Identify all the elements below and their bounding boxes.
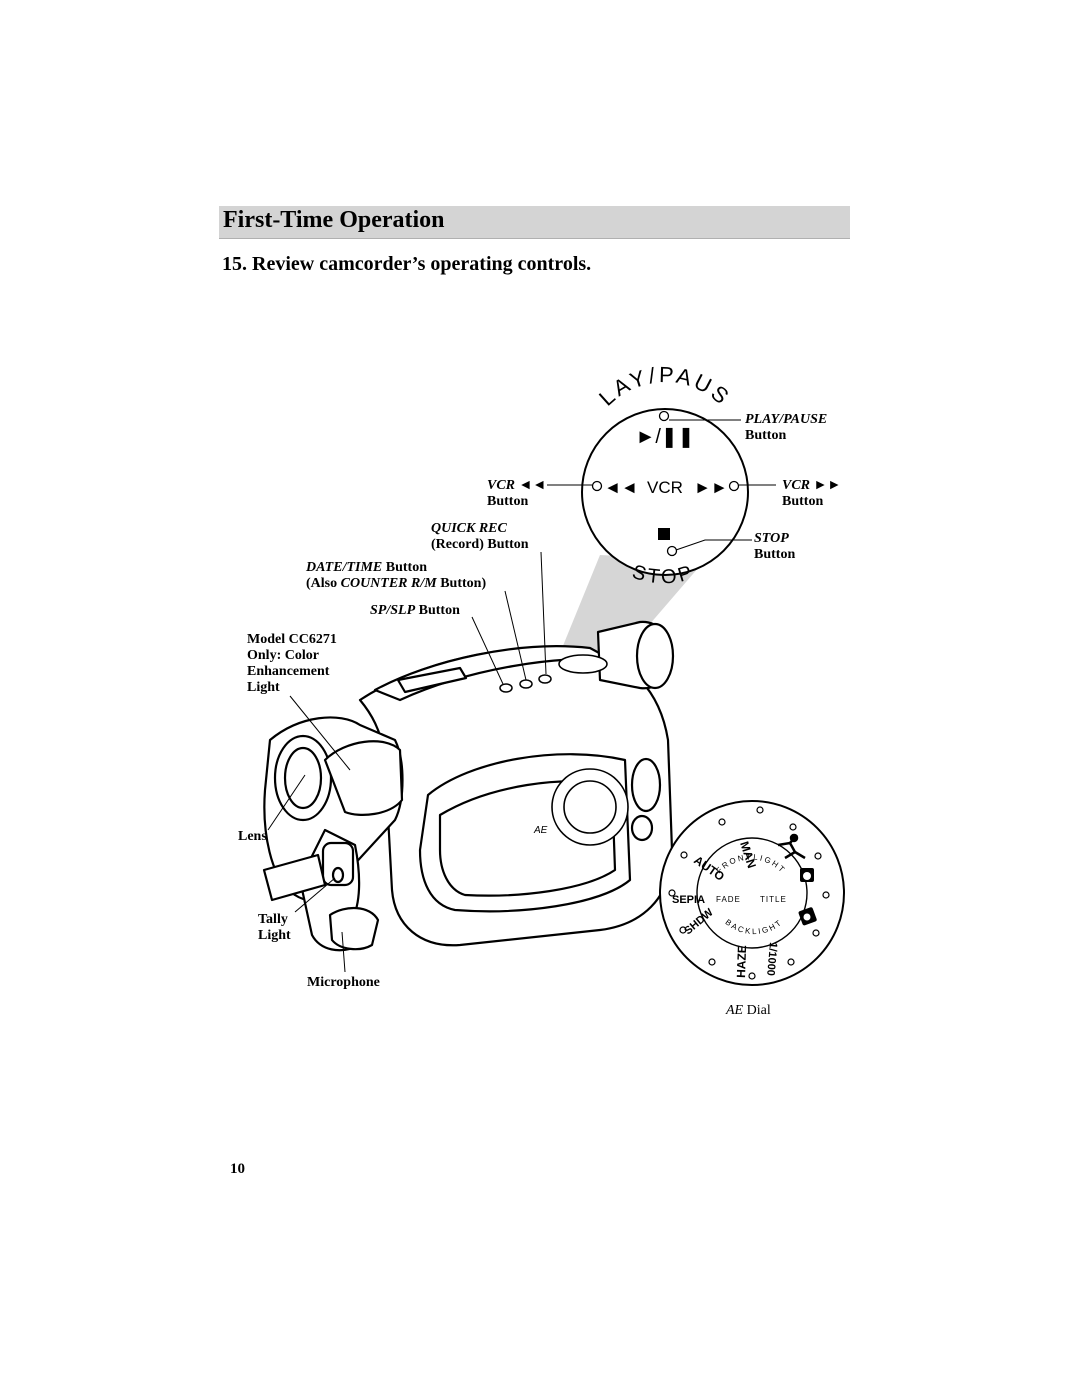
svg-text:AE: AE	[533, 825, 548, 836]
fade-label: FADE	[716, 895, 741, 904]
sports-icon	[777, 833, 806, 860]
sp-slp-callout: SP/SLP Button	[370, 603, 460, 618]
play-pause-callout: PLAY/PAUSE Button	[745, 412, 828, 443]
date-time-callout: DATE/TIME Button (Also COUNTER R/M Butto…	[306, 560, 487, 591]
vcr-dial-magnify-beam	[558, 555, 705, 668]
haze-label: HAZE	[734, 945, 749, 978]
vcr-dial-large: PLAY/PAUSE STOP ►/❚❚ ◄◄ VCR ►►	[0, 0, 749, 589]
shutter-label: 1/1000	[764, 942, 779, 977]
step-heading: 15. Review camcorder’s operating control…	[222, 253, 592, 275]
play-pause-arc-label: PLAY/PAUSE	[0, 0, 733, 411]
vcr-center-label: VCR	[647, 478, 683, 497]
microphone-callout: Microphone	[307, 975, 380, 990]
page-number: 10	[230, 1161, 245, 1177]
portrait-icon	[800, 868, 814, 882]
play-pause-symbol: ►/❚❚	[636, 426, 695, 448]
ffwd-symbol: ►►	[694, 478, 728, 497]
quick-rec-callout: QUICK REC (Record) Button	[431, 521, 529, 552]
svg-text:PLAY/PAUSE: PLAY/PAUSE	[0, 0, 736, 411]
sepia-label: SEPIA	[672, 894, 705, 906]
ae-dial-callout: AE Dial	[726, 1003, 771, 1018]
rewind-symbol: ◄◄	[604, 478, 638, 497]
stop-callout: STOP Button	[754, 531, 796, 562]
top-control-buttons	[499, 654, 608, 693]
lens-callout: Lens	[238, 829, 267, 844]
ae-dial-large: MAN AUTO SEPIA SHDW HAZE 1/1000 FRONTLIG…	[659, 800, 845, 986]
vcr-ffwd-callout: VCR ►► Button	[782, 478, 842, 509]
quick-rec-button-small	[538, 674, 552, 684]
section-header-bar: First-Time Operation	[219, 206, 850, 239]
section-title: First-Time Operation	[223, 207, 445, 233]
title-label: TITLE	[760, 895, 787, 904]
tally-light-callout: Tally Light	[258, 912, 291, 943]
leader-lines	[267, 419, 776, 973]
sp-slp-button-small	[499, 683, 513, 693]
stop-symbol	[658, 528, 670, 540]
date-time-button-small	[519, 679, 533, 689]
ae-dial-small: AE	[533, 768, 629, 846]
vcr-dial-small	[558, 654, 608, 674]
landscape-icon	[798, 907, 817, 926]
vcr-rewind-callout: VCR ◄◄ Button	[487, 478, 547, 509]
model-note-callout: Model CC6271 Only: Color Enhancement Lig…	[247, 632, 337, 695]
